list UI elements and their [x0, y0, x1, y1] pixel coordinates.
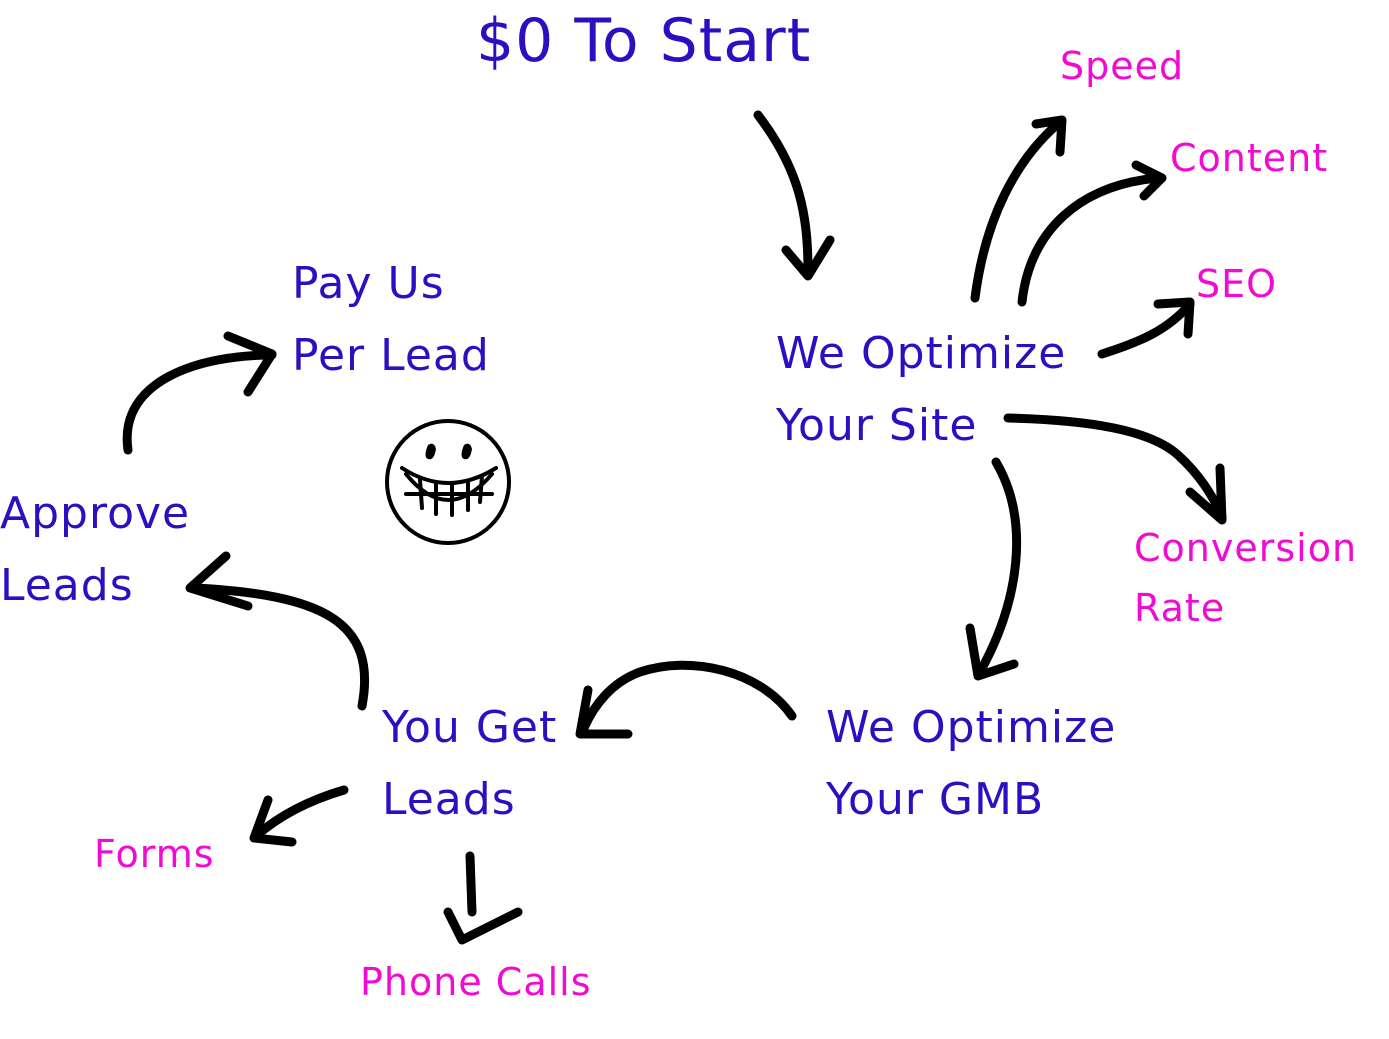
label-seo: SEO [1196, 262, 1278, 306]
node-get-leads: You Get Leads [382, 692, 557, 836]
label-content: Content [1170, 136, 1329, 180]
node-approve-leads-line-2: Leads [0, 560, 134, 611]
node-pay-per-lead: Pay Us Per Lead [292, 248, 490, 392]
node-optimize-gmb-line-1: We Optimize [826, 702, 1117, 753]
arrow-start-to-site [753, 110, 835, 281]
node-approve-leads-line-1: Approve [0, 488, 191, 539]
label-conversion-rate: Conversion Rate [1134, 518, 1357, 638]
arrow-leads-to-phone [443, 851, 523, 945]
diagram-title: $0 To Start [476, 6, 812, 76]
arrow-leads-to-forms [249, 785, 349, 847]
arrow-gmb-to-leads [575, 660, 797, 739]
node-pay-per-lead-line-1: Pay Us [292, 258, 445, 309]
smiley-face-icon [385, 419, 511, 545]
arrow-approve-to-pay [122, 331, 277, 455]
arrow-site-to-gmb [965, 457, 1022, 681]
arrow-site-to-content [1017, 160, 1167, 307]
node-pay-per-lead-line-2: Per Lead [292, 330, 490, 381]
node-optimize-site-line-2: Your Site [776, 400, 978, 451]
label-conversion-rate-line-2: Rate [1134, 586, 1226, 630]
node-optimize-gmb-line-2: Your GMB [826, 774, 1045, 825]
label-speed: Speed [1060, 44, 1185, 88]
node-optimize-site: We Optimize Your Site [776, 318, 1066, 462]
node-approve-leads: Approve Leads [0, 478, 190, 622]
arrow-site-to-speed [970, 115, 1067, 303]
label-phone-calls: Phone Calls [360, 960, 592, 1004]
node-get-leads-line-1: You Get [382, 702, 558, 753]
label-conversion-rate-line-1: Conversion [1134, 526, 1358, 570]
arrow-site-to-conversion [1003, 413, 1227, 525]
label-forms: Forms [94, 832, 215, 876]
arrow-site-to-seo [1097, 297, 1195, 359]
node-get-leads-line-2: Leads [382, 774, 516, 825]
node-optimize-site-line-1: We Optimize [776, 328, 1067, 379]
node-optimize-gmb: We Optimize Your GMB [826, 692, 1116, 836]
arrow-leads-to-approve [185, 551, 370, 711]
